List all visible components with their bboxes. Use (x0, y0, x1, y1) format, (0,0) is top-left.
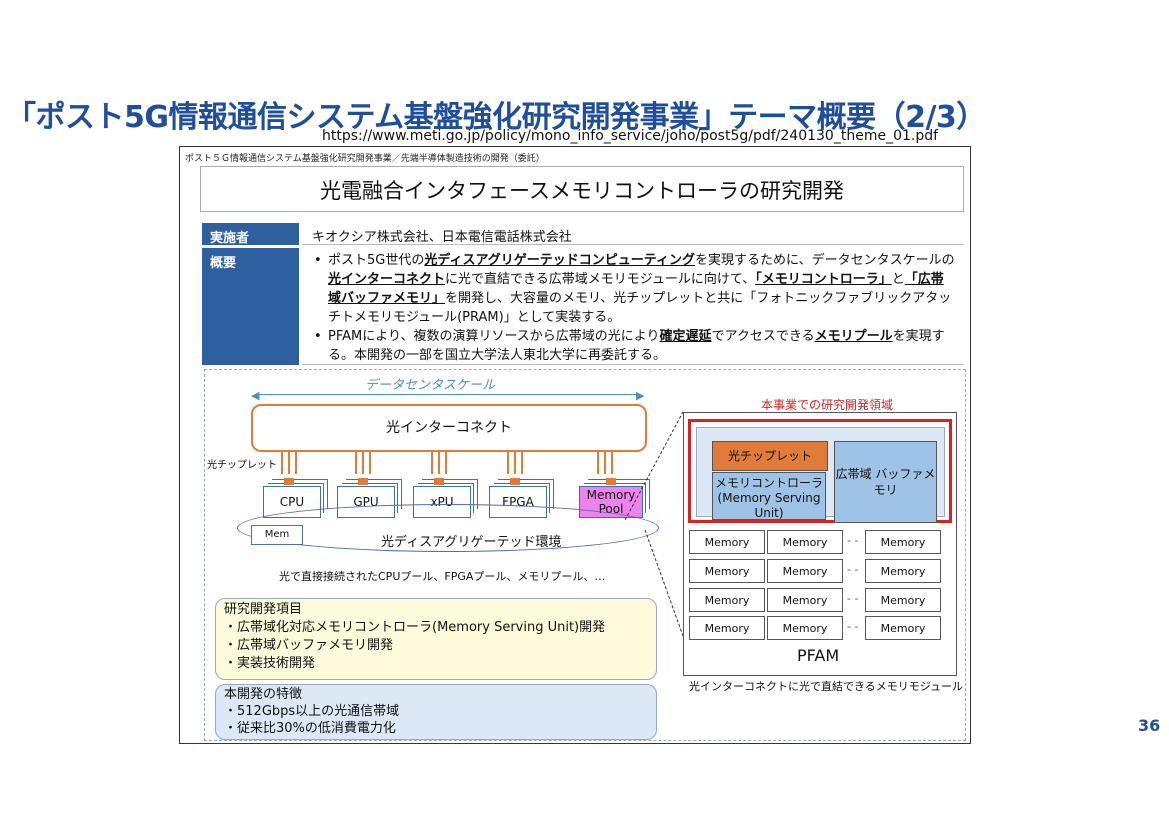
rnd-title: 研究開発項目 (224, 602, 303, 617)
feature-item: ・従来比30%の低消費電力化 (224, 721, 396, 736)
breadcrumb: ポスト５Ｇ情報通信システム基盤強化研究開発事業／先端半導体製造技術の開発（委託） (185, 154, 545, 164)
ellipsis-dash: - - (847, 592, 859, 605)
arrow-left-icon: ◀ (251, 389, 260, 402)
features-box: 本開発の特徴 ・512Gbps以上の光通信帯域 ・従来比30%の低消費電力化 (215, 684, 657, 740)
overview-value: ポスト5G世代の光ディスアグリゲーテッドコンピューティングを実現するために、デー… (302, 248, 964, 365)
implementer-label: 実施者 (202, 223, 299, 246)
ellipsis-dash: - - (847, 534, 859, 547)
memory-cell: Memory (689, 559, 765, 583)
direct-connect-label: 光で直接接続されたCPUプール、FPGAプール、メモリプール、… (279, 570, 606, 583)
overview-bullet: ポスト5G世代の光ディスアグリゲーテッドコンピューティングを実現するために、デー… (312, 251, 956, 327)
optical-wires (355, 450, 371, 474)
optical-chiplet: 光チップレット (712, 441, 828, 471)
overview-label: 概要 (202, 248, 299, 365)
memory-cell: Memory (689, 588, 765, 612)
chiplet-marker (606, 478, 616, 485)
memory-cell: Memory (767, 616, 843, 640)
arrow-right-icon: ▶ (636, 389, 645, 402)
memory-cell: Memory (689, 530, 765, 554)
chiplet-marker (284, 478, 294, 485)
datacenter-scale-arrow (255, 394, 639, 395)
chiplet-label: 光チップレット (207, 460, 277, 471)
pfam-caption: 光インターコネクトに光で直結できるメモリモジュール (689, 680, 964, 693)
optical-interconnect: 光インターコネクト (251, 404, 647, 452)
buffer-memory: 広帯域 バッファメモリ (834, 441, 937, 523)
memory-cell: Memory (689, 616, 765, 640)
optical-wires (431, 450, 447, 474)
memory-cell: Memory (865, 616, 941, 640)
memory-cell: Memory (865, 588, 941, 612)
memory-cell: Memory (865, 559, 941, 583)
features-title: 本開発の特徴 (224, 687, 303, 702)
scope-box: 光チップレット メモリコントローラ (Memory Serving Unit) … (688, 419, 952, 523)
slide-image: ポスト５Ｇ情報通信システム基盤強化研究開発事業／先端半導体製造技術の開発（委託）… (179, 146, 971, 744)
memory-cell: Memory (767, 588, 843, 612)
pfam-label: PFAM (797, 646, 840, 665)
architecture-diagram: データセンタスケール ◀ ▶ 光インターコネクト 光チップレット CPU GPU… (204, 369, 966, 741)
optical-wires (281, 450, 297, 474)
chiplet-marker (358, 478, 368, 485)
ellipsis-dash: - - (847, 620, 859, 633)
rnd-item: ・広帯域化対応メモリコントローラ(Memory Serving Unit)開発 (224, 620, 606, 635)
ellipsis-dash: - - (847, 563, 859, 576)
memory-cell: Memory (767, 559, 843, 583)
scope-label: 本事業での研究開発領域 (761, 398, 894, 412)
page-title: 「ポスト5G情報通信システム基盤強化研究開発事業」テーマ概要（2/3） (6, 100, 986, 135)
memory-cell: Memory (865, 530, 941, 554)
memory-cell: Memory (767, 530, 843, 554)
rnd-item: ・実装技術開発 (224, 656, 316, 671)
controller-area: 光チップレット メモリコントローラ (Memory Serving Unit) … (696, 427, 945, 523)
rnd-items-box: 研究開発項目 ・広帯域化対応メモリコントローラ(Memory Serving U… (215, 598, 657, 680)
implementer-value: キオクシア株式会社、日本電信電話株式会社 (302, 223, 964, 245)
memory-controller: メモリコントローラ (Memory Serving Unit) (712, 472, 826, 520)
source-url[interactable]: https://www.meti.go.jp/policy/mono_info_… (322, 128, 939, 144)
overview-bullet: PFAMにより、複数の演算リソースから広帯域の光により確定遅延でアクセスできるメ… (312, 327, 956, 365)
optical-wires (597, 450, 613, 474)
slide-heading: 光電融合インタフェースメモリコントローラの研究開発 (320, 179, 844, 203)
environment-ellipse (237, 504, 659, 552)
slide-heading-box: 光電融合インタフェースメモリコントローラの研究開発 (200, 166, 964, 212)
page-number: 36 (1138, 716, 1161, 735)
feature-item: ・512Gbps以上の光通信帯域 (224, 704, 400, 719)
datacenter-scale-label: データセンタスケール (365, 378, 496, 393)
zoom-lines (625, 411, 684, 637)
optical-wires (507, 450, 523, 474)
chiplet-marker (510, 478, 520, 485)
rnd-item: ・広帯域バッファメモリ開発 (224, 638, 394, 653)
environment-label: 光ディスアグリゲーテッド環境 (381, 535, 562, 550)
mem-chip: Mem (251, 525, 303, 545)
chiplet-marker (434, 478, 444, 485)
